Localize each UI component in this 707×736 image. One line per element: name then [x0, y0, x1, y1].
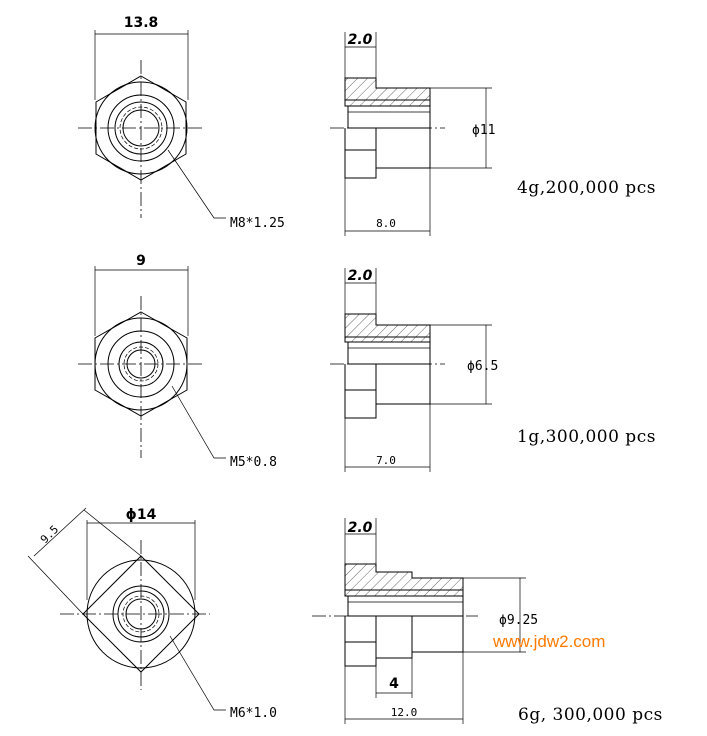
part-3-quantity: 6g, 300,000 pcs — [518, 705, 663, 725]
watermark: www.jdw2.com — [492, 632, 605, 651]
part-1-quantity: 4g,200,000 pcs — [517, 178, 656, 198]
part-1-width-dim: 13.8 — [124, 15, 159, 31]
part-2-length-dim: 7.0 — [376, 454, 396, 467]
part-2-flange-dim: 2.0 — [348, 268, 373, 284]
part-3-front-view — [27, 507, 226, 711]
part-1-section-view — [330, 32, 492, 236]
part-2-thread-label: M5*0.8 — [230, 455, 277, 470]
part-3-diameter-dim: ϕ9.25 — [499, 613, 538, 628]
part-2-front-view — [78, 266, 226, 459]
part-3-section-view — [312, 518, 526, 724]
part-1-diameter-dim: ϕ11 — [472, 123, 495, 138]
part-2-diameter-dim: ϕ6.5 — [467, 359, 498, 374]
part-3-width-dim: ϕ14 — [126, 507, 157, 523]
part-3-length-dim: 12.0 — [391, 706, 418, 719]
part-1-front-view — [78, 30, 226, 219]
part-3-diag-dim: 9.5 — [38, 523, 61, 546]
part-3-shoulder-dim: 4 — [389, 676, 399, 692]
part-1-flange-dim: 2.0 — [348, 32, 373, 48]
part-2-quantity: 1g,300,000 pcs — [517, 427, 656, 447]
part-3-flange-dim: 2.0 — [348, 520, 373, 536]
part-1-length-dim: 8.0 — [376, 217, 396, 230]
part-1-thread-label: M8*1.25 — [230, 216, 285, 231]
part-3-thread-label: M6*1.0 — [230, 706, 277, 721]
part-2-section-view — [330, 268, 492, 472]
part-2-width-dim: 9 — [136, 253, 146, 269]
